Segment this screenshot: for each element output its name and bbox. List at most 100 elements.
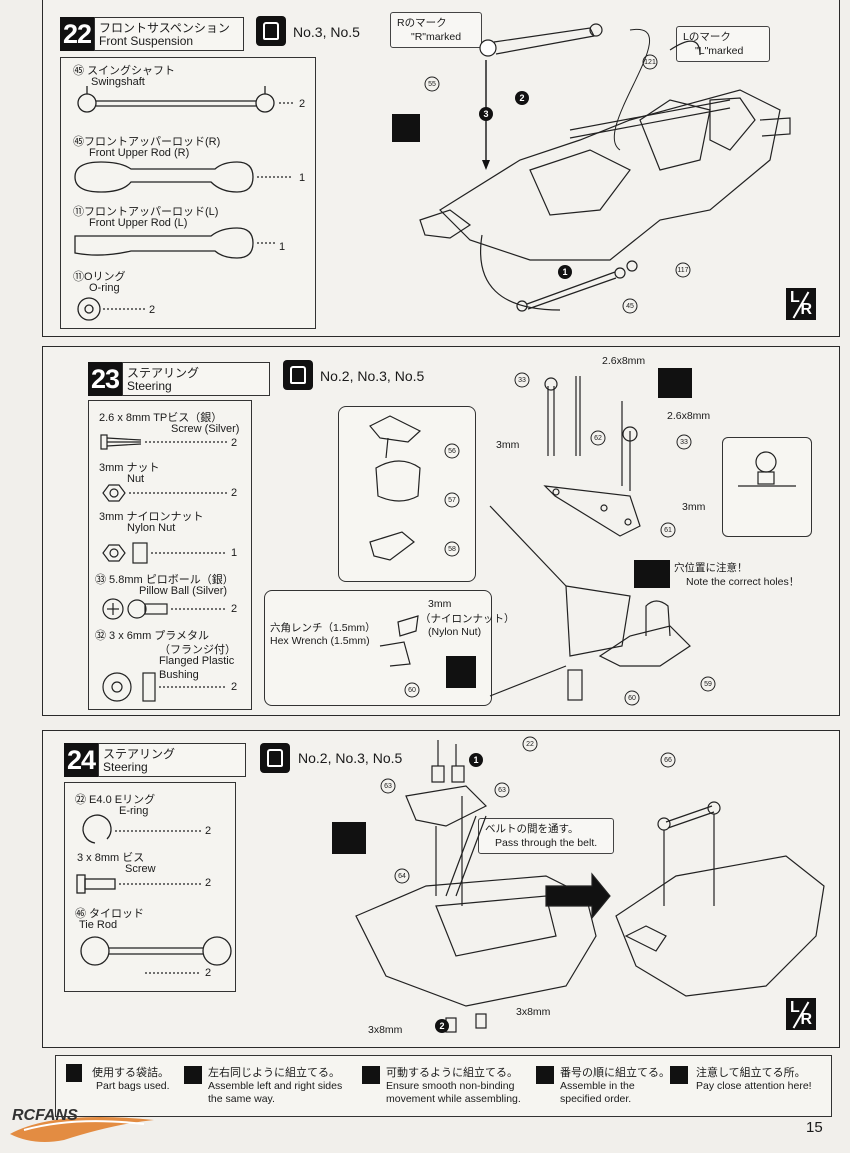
part-nut-qty: 2 xyxy=(231,487,238,499)
part-upper-rod-r-jp: ㊺フロントアッパーロッド(R) xyxy=(73,136,221,148)
legend-attention-jp: 注意して組立てる所。 xyxy=(696,1066,806,1079)
part-nylon-nut-b: Nylon Nut xyxy=(127,522,176,534)
step-22-marker-1: 1 xyxy=(562,267,567,277)
bag-icon xyxy=(256,16,286,46)
part-screw-silver-a: 2.6 x 8mm TPビス（銀） xyxy=(99,412,223,424)
step-22-parts-box: ㊺ スイングシャフト Swingshaft 2 ㊺フロントアッパーロッド(R) … xyxy=(60,57,316,329)
step-24-parts-box: ㉒ E4.0 Eリング E-ring 2 3 x 8mm ビス Screw 2 … xyxy=(64,782,236,992)
step-22-assembly-drawing: 3 2 1 55 121 117 45 xyxy=(419,23,791,314)
part-nylon-nut-qty: 1 xyxy=(231,547,238,559)
part-bushing-b: （フランジ付） xyxy=(159,644,236,656)
legend-order-en: Assemble in the specified order. xyxy=(560,1080,635,1105)
part-oring-jp: ⑪Oリング xyxy=(73,271,126,283)
part-swingshaft-jp: ㊺ スイングシャフト xyxy=(73,65,176,77)
part-ering-a: ㉒ E4.0 Eリング xyxy=(75,794,156,806)
part-swingshaft-qty: 2 xyxy=(299,98,306,110)
part-tie-rod-b: Tie Rod xyxy=(79,919,118,931)
belt-en: Pass through the belt. xyxy=(495,837,598,849)
part-upper-rod-l-qty: 1 xyxy=(279,241,286,253)
order-icon-22 xyxy=(392,114,420,142)
part-bushing-a: ㉜ 3 x 6mm プラメタル xyxy=(95,630,209,642)
pillow-ball-inset xyxy=(722,437,812,537)
step-22-bags: No.3, No.5 xyxy=(293,24,360,40)
step-24-title: ステアリング Steering xyxy=(98,743,246,777)
part-upper-rod-l-jp: ⑪フロントアッパーロッド(L) xyxy=(73,206,219,218)
attention-icon xyxy=(670,1066,688,1084)
left-right-icon xyxy=(184,1066,202,1084)
part-nut-b: Nut xyxy=(127,473,145,485)
l-mark-jp: Lのマーク xyxy=(683,31,731,43)
screw-size-top: 2.6x8mm xyxy=(602,355,646,367)
hex-wrench-en: Hex Wrench (1.5mm) xyxy=(270,635,370,647)
smooth-movement-icon-2 xyxy=(446,656,476,688)
part-upper-rod-r-qty: 1 xyxy=(299,172,306,184)
smooth-movement-icon xyxy=(362,1066,380,1084)
legend-order-jp: 番号の順に組立てる。 xyxy=(560,1066,670,1079)
step-24-title-jp: ステアリング xyxy=(103,747,176,761)
part-screw-b: Screw xyxy=(125,863,156,875)
l-marked-tag: Lのマーク "L"marked xyxy=(676,26,770,62)
hex-wrench-jp: 六角レンチ（1.5mm） xyxy=(270,622,376,634)
step-24-title-en: Steering xyxy=(103,760,148,774)
part-swingshaft-en: Swingshaft xyxy=(91,76,145,88)
callout-45: 45 xyxy=(626,303,634,310)
smooth-movement-icon xyxy=(658,368,692,398)
step-23-title-jp: ステアリング xyxy=(127,366,200,380)
step-22-title-jp: フロントサスペンション xyxy=(99,21,230,35)
nut-size-left: 3mm xyxy=(496,439,520,451)
legend-bags-jp: 使用する袋詰。 xyxy=(92,1066,169,1079)
part-screw-qty: 2 xyxy=(205,877,212,889)
note-holes-jp: 穴位置に注意！ xyxy=(674,562,748,574)
part-bushing-qty: 2 xyxy=(231,681,238,693)
part-pillow-ball-a: ㉝ 5.8mm ピロボール（銀） xyxy=(95,574,234,586)
step-22-number: 22 xyxy=(60,17,94,51)
callout-55: 55 xyxy=(428,81,436,88)
part-ering-b: E-ring xyxy=(119,805,149,817)
part-pillow-ball-qty: 2 xyxy=(231,603,238,615)
legend-smooth-jp: 可動するように組立てる。 xyxy=(386,1066,518,1079)
callout-117: 117 xyxy=(677,267,688,274)
belt-jp: ベルトの間を通す。 xyxy=(485,823,579,835)
legend-lr-jp: 左右同じように組立てる。 xyxy=(208,1066,340,1079)
part-tie-rod-a: ㊻ タイロッド xyxy=(75,908,145,920)
part-upper-rod-l-en: Front Upper Rod (L) xyxy=(89,217,188,229)
belt-callout: ベルトの間を通す。 Pass through the belt. xyxy=(478,818,614,854)
legend-smooth-en: Ensure smooth non-binding movement while… xyxy=(386,1080,521,1105)
step-23-parts-box: 2.6 x 8mm TPビス（銀） Screw (Silver) 2 3mm ナ… xyxy=(88,400,252,710)
part-nylon-nut-a: 3mm ナイロンナット xyxy=(99,511,204,523)
screw-size-right: 2.6x8mm xyxy=(667,410,711,422)
legend-bags-en: Part bags used. xyxy=(96,1080,170,1092)
page-number: 15 xyxy=(806,1119,823,1136)
step-23-bags: No.2, No.3, No.5 xyxy=(320,368,425,384)
nylon-nut-size: 3mm xyxy=(428,598,452,610)
step-22-marker-2: 2 xyxy=(519,93,524,103)
order-icon xyxy=(536,1066,554,1084)
part-screw-silver-b: Screw (Silver) xyxy=(171,423,240,435)
step-23-title-en: Steering xyxy=(127,379,172,393)
part-upper-rod-r-en: Front Upper Rod (R) xyxy=(89,147,190,159)
part-bushing-d: Bushing xyxy=(159,669,199,681)
order-icon-24 xyxy=(332,822,366,854)
step-22-title-en: Front Suspension xyxy=(99,34,194,48)
attention-icon xyxy=(634,560,670,588)
bag-icon xyxy=(283,360,313,390)
step-24-number: 24 xyxy=(64,743,98,777)
nylon-nut-en: (Nylon Nut) xyxy=(428,626,482,638)
part-oring-qty: 2 xyxy=(149,304,156,316)
step-23-title: ステアリング Steering xyxy=(122,362,270,396)
servo-saver-inset xyxy=(338,406,476,582)
part-pillow-ball-b: Pillow Ball (Silver) xyxy=(139,585,228,597)
part-ering-qty: 2 xyxy=(205,825,212,837)
step-22-title: フロントサスペンション Front Suspension xyxy=(94,17,244,51)
part-oring-en: O-ring xyxy=(89,282,120,294)
screw-label-a: 3x8mm xyxy=(516,1006,551,1018)
callout-121: 121 xyxy=(644,59,656,66)
bag-icon xyxy=(260,743,290,773)
part-bushing-c: Flanged Plastic xyxy=(159,655,235,667)
part-nut-a: 3mm ナット xyxy=(99,462,160,474)
rcfans-watermark-logo: RCFANS xyxy=(10,1107,154,1142)
step-24-bags: No.2, No.3, No.5 xyxy=(298,750,403,766)
